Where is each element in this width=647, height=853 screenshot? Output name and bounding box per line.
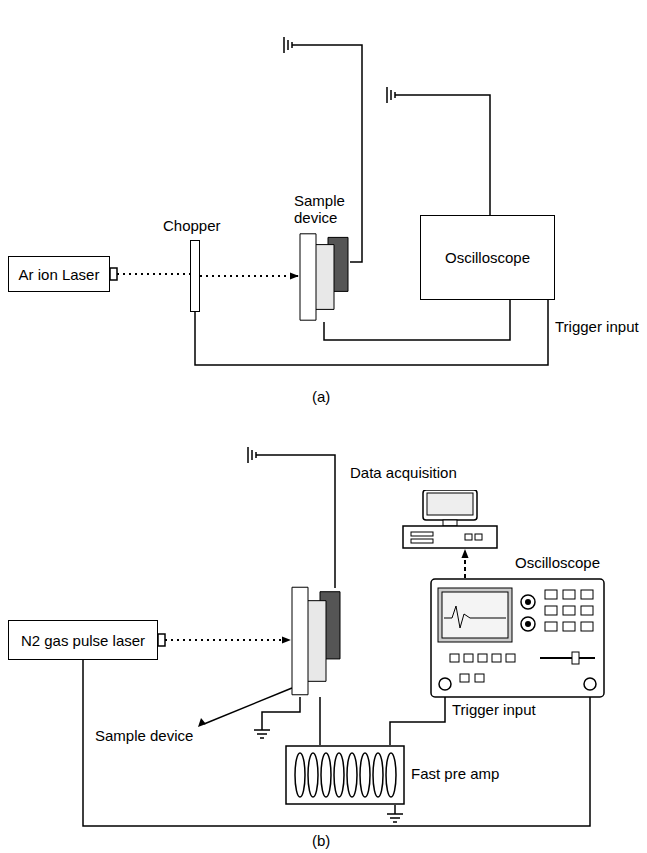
laser-box: Ar ion Laser <box>8 256 110 292</box>
oscilloscope-box: Oscilloscope <box>420 215 555 300</box>
ground-symbol <box>387 87 395 103</box>
ground-wire <box>256 455 335 588</box>
laser-nozzle <box>158 634 165 646</box>
sample-device-drawing <box>290 585 342 697</box>
signal-label: Trigger input <box>555 318 639 335</box>
leader-arrowhead <box>198 718 206 727</box>
sample-device: Sample device <box>290 585 342 697</box>
computer-drawing <box>395 490 505 550</box>
panel-label: (b) <box>312 832 330 849</box>
laser-box: N2 gas pulse laser <box>8 620 158 660</box>
node-label: Chopper <box>163 217 221 234</box>
node-label: Oscilloscope <box>445 249 530 266</box>
sample-device-drawing <box>298 232 350 322</box>
node-label: Sample device <box>294 192 356 226</box>
signal-label: Trigger input <box>452 701 536 718</box>
chopper: Chopper <box>190 240 200 312</box>
node-label: Fast pre amp <box>411 765 499 782</box>
ground-wire <box>292 45 362 262</box>
beam-path <box>117 273 190 275</box>
node-label: Data acquisition <box>350 464 457 481</box>
ground-symbol <box>387 814 403 822</box>
ground-wires <box>204 37 490 822</box>
signal-wire <box>195 300 548 365</box>
panel-label: (a) <box>312 388 330 405</box>
node-label: Ar ion Laser <box>19 266 100 283</box>
ground-symbol <box>254 730 270 738</box>
ground-wire <box>394 805 396 814</box>
oscilloscope-drawing <box>430 578 605 698</box>
ground-wire <box>395 95 490 215</box>
preamp: Fast pre amp <box>285 745 405 805</box>
ground-symbol <box>248 447 256 463</box>
sample-device: Sample device <box>298 232 350 322</box>
signal-wire <box>390 692 445 745</box>
oscilloscope: Oscilloscope <box>430 578 605 698</box>
signal-wire <box>324 300 510 340</box>
ground-symbol <box>284 37 292 53</box>
computer: Data acquisition <box>395 490 505 550</box>
preamp-drawing <box>285 745 405 805</box>
beam-path <box>200 275 298 277</box>
beam-path <box>464 550 466 578</box>
beam-path <box>165 639 290 641</box>
laser-nozzle <box>110 268 117 280</box>
leader-line <box>204 688 292 724</box>
node-label: Oscilloscope <box>515 554 600 571</box>
node-label: Sample device <box>95 727 193 744</box>
node-label: N2 gas pulse laser <box>21 632 145 649</box>
signal-wire <box>319 697 321 745</box>
ground-wire <box>262 697 300 730</box>
